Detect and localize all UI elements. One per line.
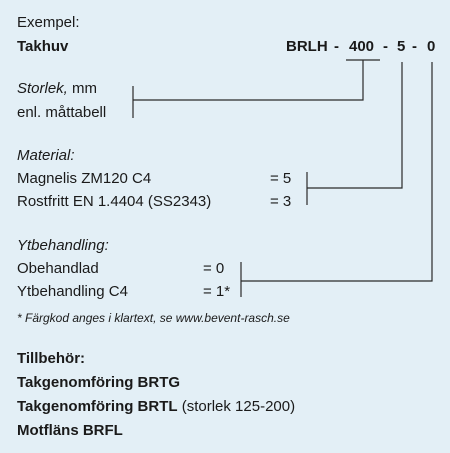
accessory-note: (storlek 125-200) [177,398,296,415]
size-label-italic: Storlek, [17,80,68,97]
accessory-name: Motfläns BRFL [17,422,123,439]
accessory-name: Takgenomföring BRTL [17,398,178,415]
finish-connector [241,62,433,282]
code-sep-3: - [412,38,417,55]
size-label-unit: mm [67,80,98,97]
material-option-label: Magnelis ZM120 C4 [17,170,152,187]
code-finish: 0 [427,38,436,55]
code-size: 400 [349,38,375,55]
accessory-item: Motfläns BRFL [17,422,123,440]
material-option-value: = 5 [270,170,292,187]
accessory-item: Takgenomföring BRTL (storlek 125-200) [17,398,295,416]
accessories-heading: Tillbehör: [17,350,86,367]
code-base: BRLH [286,38,328,55]
code-sep-2: - [383,38,388,55]
code-material: 5 [397,38,406,55]
material-option-value: = 3 [270,193,292,210]
finish-footnote: * Färgkod anges i klartext, se www.beven… [17,311,290,325]
example-heading: Exempel: [17,14,80,31]
material-connector [307,62,403,189]
material-option-label: Rostfritt EN 1.4404 (SS2343) [17,193,212,210]
size-subtext: enl. måttabell [17,104,107,121]
code-sep-1: - [334,38,339,55]
size-label: Storlek, mm [17,80,97,98]
accessory-item: Takgenomföring BRTG [17,374,180,392]
material-heading: Material: [17,147,75,164]
finish-option-label: Obehandlad [17,260,99,277]
finish-option-value: = 1* [203,283,231,300]
finish-option-value: = 0 [203,260,225,277]
finish-option-label: Ytbehandling C4 [17,283,128,300]
size-connector [133,60,364,101]
product-name: Takhuv [17,38,69,55]
finish-heading: Ytbehandling: [17,237,109,254]
accessory-name: Takgenomföring BRTG [17,374,181,391]
